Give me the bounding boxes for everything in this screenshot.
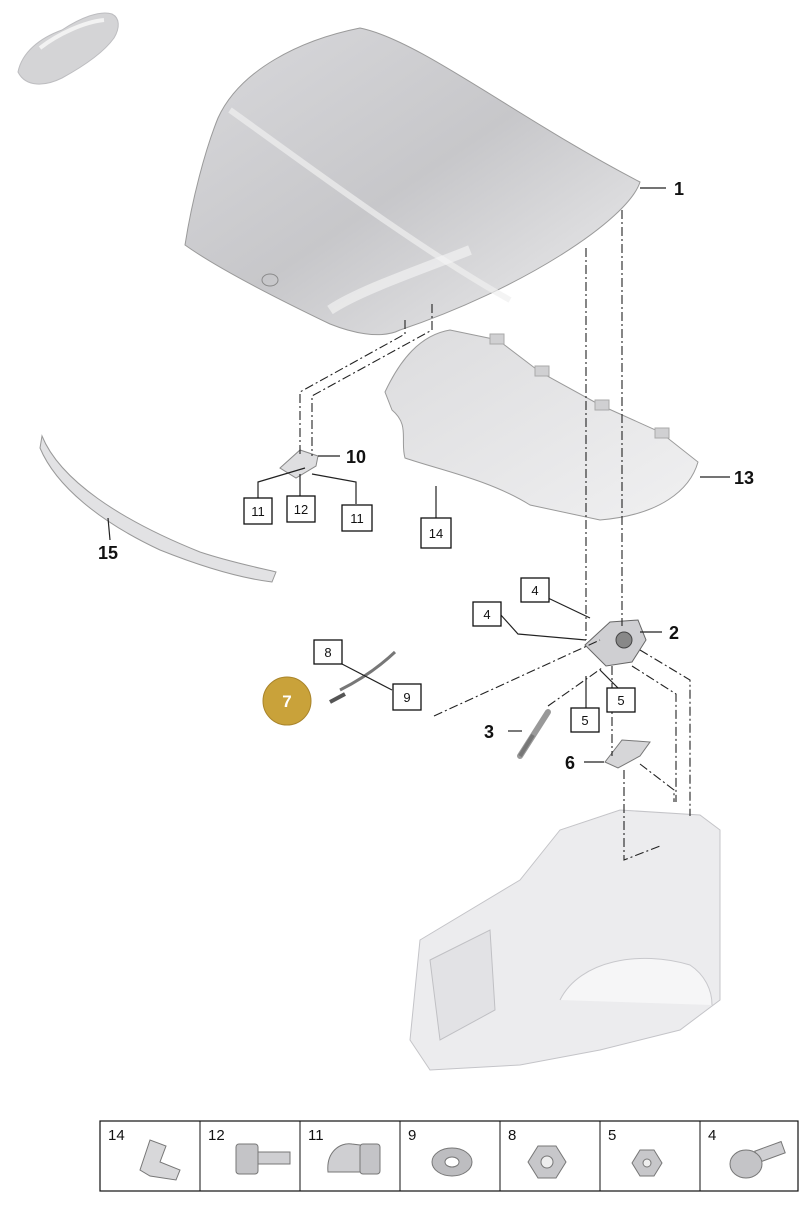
hex-nut-icon	[527, 1145, 567, 1179]
boxed-callout-4b: 4	[472, 601, 502, 627]
callout-10: 10	[346, 447, 366, 467]
boxed-callout-12: 12	[286, 495, 316, 523]
svg-text:14: 14	[429, 526, 443, 541]
callout-7: 7	[282, 692, 291, 711]
legend-label-12: 12	[208, 1127, 225, 1144]
small-nut-icon	[631, 1149, 663, 1177]
torx-bolt-icon	[729, 1140, 786, 1179]
legend-label-11: 11	[308, 1127, 324, 1144]
boxed-callout-8: 8	[313, 639, 343, 665]
svg-text:11: 11	[251, 504, 265, 519]
legend-label-9: 9	[408, 1127, 416, 1144]
boxed-callout-11b: 11	[341, 504, 373, 532]
leader-lines	[107, 187, 730, 763]
svg-text:9: 9	[403, 690, 410, 705]
boxed-callout-5b: 5	[570, 707, 600, 733]
insulation-pad-part	[384, 329, 699, 521]
callout-7-highlight[interactable]: 7	[262, 676, 312, 726]
cap-nut-icon	[327, 1143, 381, 1175]
legend-label-14: 14	[108, 1127, 125, 1144]
svg-text:4: 4	[531, 583, 538, 598]
clip-icon	[139, 1139, 181, 1181]
legend-label-5: 5	[608, 1127, 616, 1144]
body-structure-part	[409, 809, 721, 1071]
car-silhouette-icon	[17, 12, 119, 85]
hood-part	[184, 27, 641, 336]
callout-6: 6	[565, 753, 575, 773]
svg-text:8: 8	[324, 645, 331, 660]
lock-bracket-part	[604, 739, 651, 769]
callout-3: 3	[484, 722, 494, 742]
boxed-callout-11a: 11	[243, 497, 273, 525]
hood-lock-part	[584, 619, 647, 667]
callout-15: 15	[98, 543, 118, 563]
hinge-bracket-part	[279, 449, 319, 479]
svg-text:12: 12	[294, 502, 308, 517]
release-cable-part	[329, 650, 397, 704]
flange-bolt-icon	[235, 1143, 291, 1175]
assembly-lines	[299, 210, 691, 861]
boxed-callout-4a: 4	[520, 577, 550, 603]
svg-text:5: 5	[617, 693, 624, 708]
legend-label-4: 4	[708, 1127, 716, 1144]
seal-strip-part	[39, 434, 277, 583]
callout-13: 13	[734, 468, 754, 488]
washer-icon	[431, 1147, 473, 1177]
legend-label-8: 8	[508, 1127, 516, 1144]
svg-text:5: 5	[581, 713, 588, 728]
boxed-callout-9: 9	[392, 683, 422, 711]
callout-2: 2	[669, 623, 679, 643]
boxed-callout-5a: 5	[606, 687, 636, 713]
boxed-callout-14: 14	[420, 517, 452, 549]
fastener-legend: 14 12 11 9 8 5 4	[99, 1120, 799, 1192]
callout-1: 1	[674, 179, 684, 199]
svg-text:4: 4	[483, 607, 490, 622]
gas-strut-part	[517, 709, 551, 759]
svg-text:11: 11	[350, 511, 364, 526]
